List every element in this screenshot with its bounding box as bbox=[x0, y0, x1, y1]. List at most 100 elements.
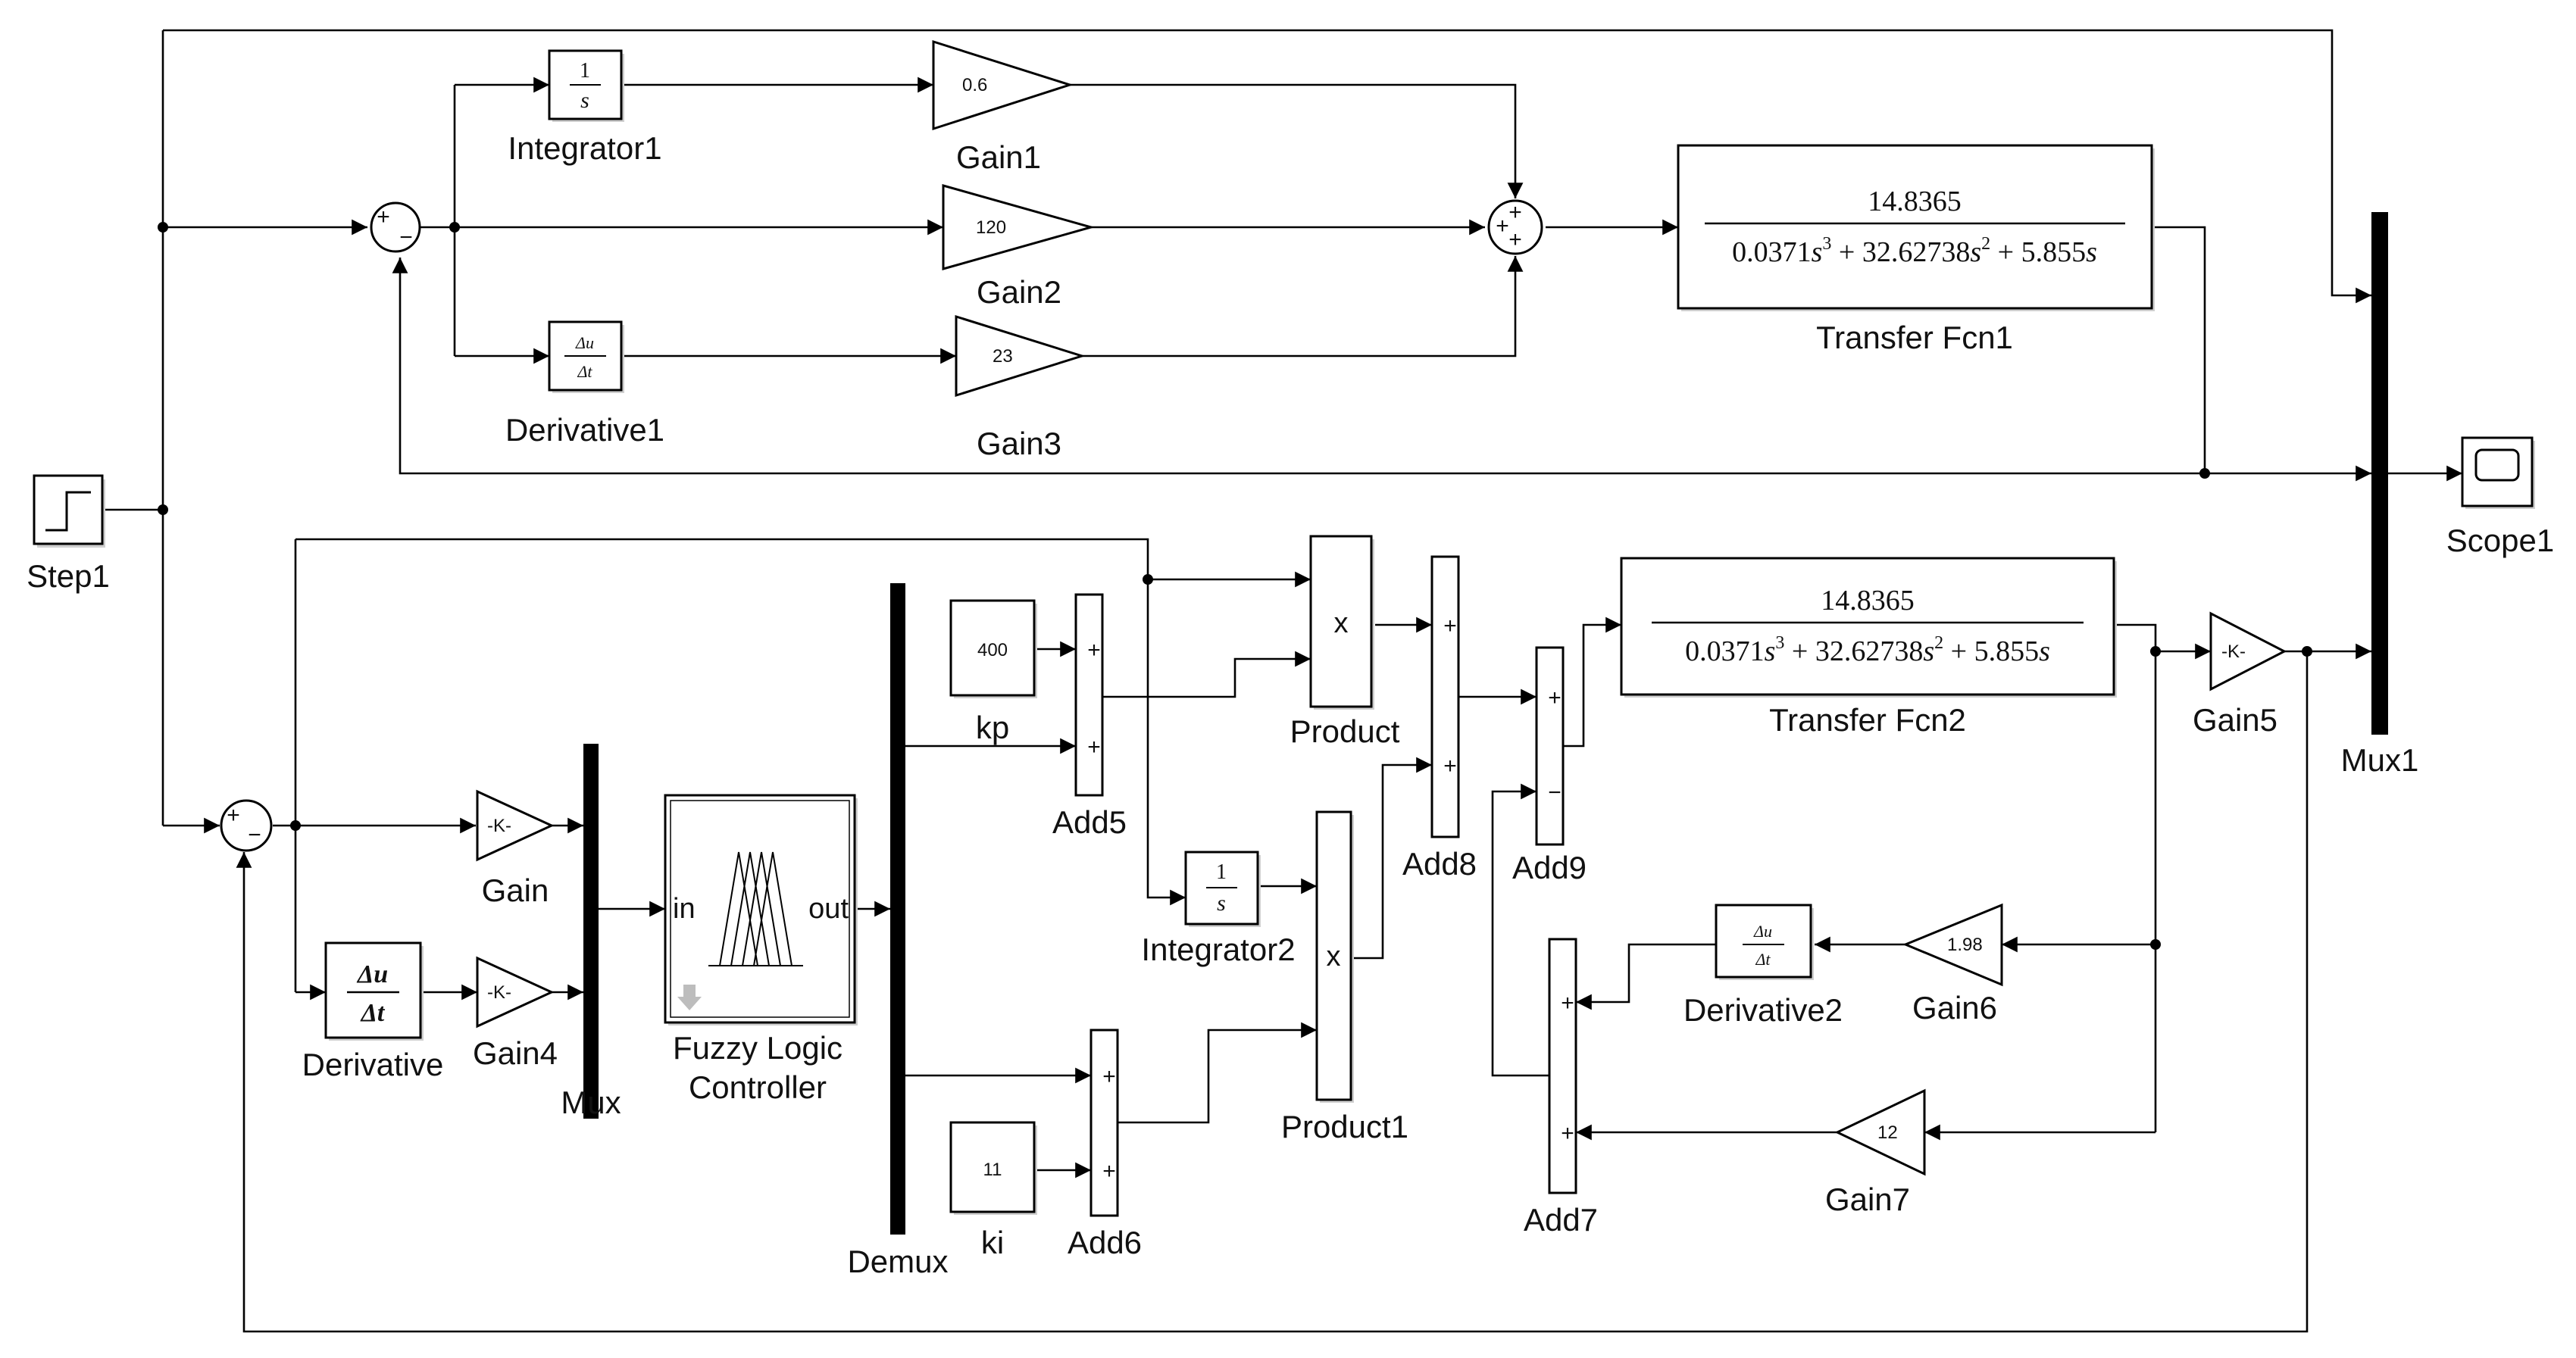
gain2-block[interactable]: 120 Gain2 bbox=[942, 184, 1096, 310]
top-sum-block[interactable]: + − bbox=[370, 201, 421, 253]
derivative2-label: Derivative2 bbox=[1683, 992, 1843, 1028]
derivative2-den: Δt bbox=[1755, 950, 1771, 969]
gain6-value: 1.98 bbox=[1947, 935, 1983, 955]
derivative2-num: Δu bbox=[1753, 922, 1772, 941]
gain5-value: -K- bbox=[2221, 642, 2246, 662]
fuzzy-out-port: out bbox=[808, 893, 849, 925]
gain1-value: 0.6 bbox=[962, 75, 987, 95]
ki-constant-block[interactable]: 11 ki bbox=[949, 1121, 1037, 1260]
gain7-label: Gain7 bbox=[1825, 1182, 1910, 1217]
bottom-sum-block[interactable]: + − bbox=[220, 799, 273, 852]
top-sum-plus: + bbox=[377, 204, 390, 229]
add6-block[interactable]: + + Add6 bbox=[1068, 1029, 1142, 1260]
demux-block[interactable]: Demux bbox=[847, 583, 949, 1279]
add5-label: Add5 bbox=[1052, 804, 1127, 840]
fuzzy-logic-controller-block[interactable]: in out Fuzzy Logic Controller bbox=[664, 794, 858, 1105]
arrow-down-icon bbox=[677, 985, 702, 1010]
add8-block[interactable]: + + Add8 bbox=[1402, 555, 1477, 882]
tf2-numerator: 14.8365 bbox=[1821, 585, 1915, 617]
junction-dots bbox=[158, 222, 2312, 950]
gain2-value: 120 bbox=[976, 217, 1006, 238]
add8-plus1: + bbox=[1443, 613, 1457, 638]
integrator2-den: s bbox=[1217, 891, 1226, 916]
add6-plus1: + bbox=[1102, 1064, 1116, 1089]
add9-block[interactable]: + − Add9 bbox=[1512, 646, 1587, 885]
tf2-denominator: 0.0371s3 + 32.62738s2 + 5.855s bbox=[1685, 633, 2050, 667]
kp-constant-block[interactable]: 400 kp bbox=[949, 599, 1037, 745]
gain5-block[interactable]: -K- Gain5 bbox=[2193, 611, 2287, 738]
gain4-block[interactable]: -K- Gain4 bbox=[473, 956, 558, 1071]
scope1-label: Scope1 bbox=[2446, 523, 2554, 558]
sum3-plus-bottom: + bbox=[1508, 227, 1522, 252]
gain4-value: -K- bbox=[487, 982, 511, 1003]
transfer-fcn1-block[interactable]: 14.8365 0.0371s3 + 32.62738s2 + 5.855s T… bbox=[1677, 144, 2155, 355]
gain-block[interactable]: -K- Gain bbox=[476, 789, 555, 908]
derivative2-block[interactable]: Δu Δt Derivative2 bbox=[1683, 904, 1843, 1028]
fuzzy-label-line2: Controller bbox=[689, 1069, 827, 1105]
sum3-plus-top: + bbox=[1508, 200, 1522, 225]
derivative1-label: Derivative1 bbox=[505, 412, 664, 448]
add5-block[interactable]: + + Add5 bbox=[1052, 593, 1127, 840]
add6-plus2: + bbox=[1102, 1159, 1116, 1184]
bottom-sum-minus: − bbox=[248, 823, 261, 848]
derivative1-block[interactable]: Δu Δt Derivative1 bbox=[505, 320, 664, 448]
product-block[interactable]: x Product bbox=[1290, 535, 1400, 749]
mux-block[interactable]: Mux bbox=[561, 744, 621, 1120]
integrator1-block[interactable]: 1 s Integrator1 bbox=[508, 49, 662, 166]
integrator1-label: Integrator1 bbox=[508, 130, 661, 166]
gain-value: -K- bbox=[487, 816, 511, 836]
gain-label: Gain bbox=[482, 873, 549, 908]
top-three-sum-block[interactable]: + + + bbox=[1487, 199, 1543, 255]
demux-label: Demux bbox=[847, 1244, 948, 1279]
scope1-block[interactable]: Scope1 bbox=[2446, 436, 2554, 558]
derivative-label: Derivative bbox=[302, 1047, 444, 1082]
add6-label: Add6 bbox=[1068, 1225, 1142, 1260]
gain2-label: Gain2 bbox=[977, 274, 1061, 310]
derivative1-num: Δu bbox=[575, 333, 594, 352]
gain1-block[interactable]: 0.6 Gain1 bbox=[932, 39, 1074, 175]
top-sum-minus: − bbox=[399, 225, 413, 250]
add8-plus2: + bbox=[1443, 754, 1457, 779]
transfer-fcn2-block[interactable]: 14.8365 0.0371s3 + 32.62738s2 + 5.855s T… bbox=[1620, 557, 2117, 738]
gain5-label: Gain5 bbox=[2193, 702, 2277, 738]
bottom-sum-plus: + bbox=[227, 803, 240, 828]
add5-plus2: + bbox=[1087, 735, 1101, 760]
derivative-block[interactable]: Δu Δt Derivative bbox=[302, 941, 444, 1082]
gain7-block[interactable]: 12 Gain7 bbox=[1825, 1088, 1926, 1217]
ki-label: ki bbox=[981, 1225, 1004, 1260]
mux-label: Mux bbox=[561, 1085, 621, 1120]
gain3-value: 23 bbox=[993, 346, 1013, 367]
tf1-denominator: 0.0371s3 + 32.62738s2 + 5.855s bbox=[1732, 234, 2097, 268]
add7-plus1: + bbox=[1561, 991, 1574, 1016]
add7-block[interactable]: + + Add7 bbox=[1524, 938, 1598, 1238]
gain6-block[interactable]: 1.98 Gain6 bbox=[1902, 903, 2003, 1026]
scope-icon bbox=[2474, 448, 2520, 482]
product1-block[interactable]: x Product1 bbox=[1281, 810, 1408, 1144]
derivative1-den: Δt bbox=[577, 362, 592, 381]
product-label: Product bbox=[1290, 713, 1400, 749]
gain6-label: Gain6 bbox=[1912, 990, 1997, 1026]
integrator2-block[interactable]: 1 s Integrator2 bbox=[1141, 851, 1296, 967]
signal-lines bbox=[102, 29, 2462, 1333]
step1-label: Step1 bbox=[27, 558, 110, 594]
product1-label: Product1 bbox=[1281, 1109, 1408, 1144]
add9-plus: + bbox=[1548, 685, 1562, 710]
product1-op: x bbox=[1327, 941, 1341, 972]
mux1-label: Mux1 bbox=[2341, 742, 2419, 778]
kp-label: kp bbox=[976, 710, 1009, 745]
transfer-fcn1-label: Transfer Fcn1 bbox=[1816, 320, 2013, 355]
integrator1-den: s bbox=[580, 88, 589, 113]
add9-label: Add9 bbox=[1512, 850, 1587, 885]
kp-value: 400 bbox=[977, 640, 1008, 660]
mux1-block[interactable]: Mux1 bbox=[2341, 212, 2419, 778]
gain1-label: Gain1 bbox=[956, 139, 1041, 175]
integrator1-num: 1 bbox=[580, 59, 590, 83]
tf1-numerator: 14.8365 bbox=[1868, 186, 1962, 217]
sum3-plus-left: + bbox=[1496, 214, 1509, 239]
gain3-block[interactable]: 23 Gain3 bbox=[955, 314, 1086, 461]
fuzzy-membership-icon bbox=[708, 851, 803, 966]
ki-value: 11 bbox=[983, 1160, 1002, 1180]
derivative-den: Δt bbox=[360, 999, 386, 1027]
step1-block[interactable]: Step1 bbox=[27, 474, 110, 594]
